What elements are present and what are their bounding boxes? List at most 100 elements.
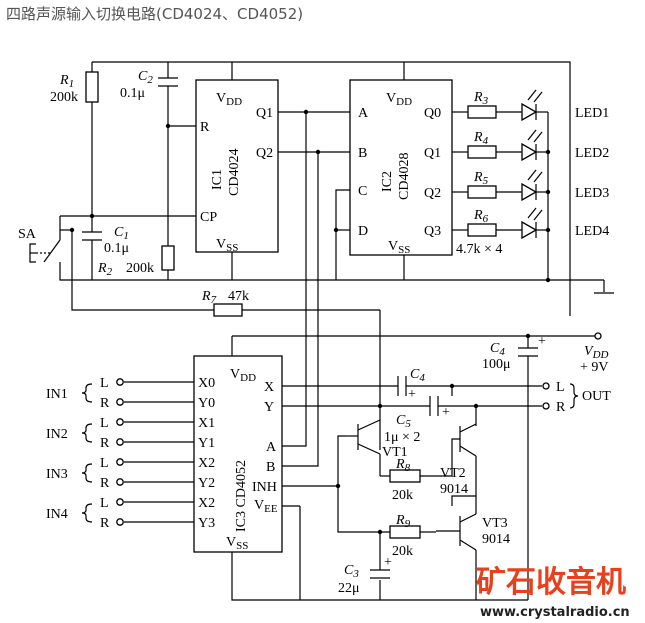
r8-resistor (389, 469, 421, 483)
in2-r: R (100, 436, 110, 451)
ic2-a-label: A (358, 106, 369, 121)
ic3-vss-label: VSS (226, 535, 248, 552)
junction-ic2-cd (333, 227, 339, 233)
c1-capacitor (82, 231, 102, 241)
wire-r9-left (337, 506, 390, 533)
watermark-cn: 矿石收音机 (476, 565, 626, 600)
vt3-label: VT3 (482, 516, 508, 531)
in3-l: L (100, 456, 109, 471)
vt3-part: 9014 (482, 532, 510, 547)
r1-resistor (85, 71, 99, 103)
ic3-b-label: B (266, 460, 275, 475)
ic1-name: IC1 (210, 169, 225, 190)
r2-resistor (161, 245, 175, 271)
ic2-q2-label: Q2 (424, 186, 441, 201)
c5-value: 1μ × 2 (384, 430, 420, 445)
ic1-part: CD4024 (227, 149, 242, 196)
junction-c4 (525, 333, 531, 339)
ic2-part: CD4028 (397, 153, 412, 200)
out-r-label: R (556, 400, 566, 415)
r2-value: 200k (126, 261, 154, 276)
r8-value: 20k (392, 488, 413, 503)
diagram-title: 四路声源输入切换电路(CD4024、CD4052) (6, 5, 304, 23)
ic3-pin-y3: Y3 (198, 516, 215, 531)
led3-label: LED3 (575, 186, 609, 201)
c4-coupling-label: C4 (410, 367, 425, 384)
r3-resistor (467, 105, 497, 119)
r1-label: R1 (59, 73, 74, 90)
c4-label: C4 (490, 341, 505, 358)
ic3-pin-y0: Y0 (198, 396, 215, 411)
wire-q2-down (282, 152, 319, 467)
in2-label: IN2 (46, 427, 68, 442)
wire-sa-bottom (59, 262, 570, 281)
wire-bottom-rail (231, 552, 528, 601)
in4-r: R (100, 516, 110, 531)
ic1-r-label: R (200, 120, 210, 135)
ic1-body (195, 79, 279, 253)
vt2-label: VT2 (440, 466, 466, 481)
junction-inh (335, 483, 341, 489)
ic1-vss-label: VSS (216, 237, 238, 254)
ic3-pin-x0: X0 (198, 376, 215, 391)
led-diodes (521, 89, 543, 240)
vt3-transistor (436, 496, 477, 568)
ic3-input-lines (116, 378, 194, 526)
ic3-pin-y2: Y2 (198, 476, 215, 491)
ic3-name: IC3 CD4052 (234, 460, 249, 532)
c2-label: C2 (138, 69, 153, 86)
r9-label: R9 (395, 513, 411, 530)
r6-resistor (467, 223, 497, 237)
ic2-b-label: B (358, 146, 367, 161)
r5-label: R5 (473, 170, 489, 187)
in4-l: L (100, 496, 109, 511)
in4-label: IN4 (46, 507, 68, 522)
vt2-transistor (420, 406, 477, 477)
out-r-terminal (542, 402, 550, 410)
out-l-terminal (542, 382, 550, 390)
ic3-pin-x3: X2 (198, 496, 215, 511)
ic2-vdd-label: VDD (386, 91, 412, 108)
ic1-q1-label: Q1 (256, 106, 273, 121)
ic2-body (349, 79, 453, 256)
ic3-y-label: Y (264, 400, 274, 415)
c5-plus: + (442, 405, 450, 420)
led1-label: LED1 (575, 106, 609, 121)
r3-label: R3 (473, 90, 489, 107)
sa-label: SA (18, 227, 37, 242)
c2-value: 0.1μ (120, 86, 145, 101)
in1-r: R (100, 396, 110, 411)
ic3-vdd-label: VDD (230, 367, 256, 384)
ic2-q1-label: Q1 (424, 146, 441, 161)
c4-plus: + (538, 334, 546, 349)
vdd-terminal (594, 332, 602, 340)
led2-label: LED2 (575, 146, 609, 161)
vt1-transistor (337, 406, 381, 506)
ic3-inh-label: INH (252, 480, 277, 495)
r6-value: 4.7k × 4 (456, 242, 502, 257)
ic3-body (193, 355, 283, 553)
wire-vt2-emitter (451, 476, 477, 506)
led4-label: LED4 (575, 224, 609, 239)
wire-top-rail (92, 61, 571, 316)
vt2-part: 9014 (440, 482, 468, 497)
ic2-q0-label: Q0 (424, 106, 441, 121)
c3-value: 22μ (338, 581, 360, 596)
ic1-vdd-label: VDD (216, 91, 242, 108)
ic3-vee-label: VEE (254, 498, 278, 515)
in2-l: L (100, 416, 109, 431)
c3-label: C3 (344, 563, 359, 580)
c4-coupling-capacitor (397, 376, 407, 396)
c3-capacitor (370, 569, 390, 579)
r7-resistor (213, 303, 243, 317)
c1-label: C1 (114, 225, 129, 242)
ic3-x-label: X (264, 380, 274, 395)
input-braces (81, 383, 93, 523)
wire-r7 (71, 230, 214, 311)
junction-q1 (303, 109, 309, 115)
in1-label: IN1 (46, 387, 68, 402)
ic2-q3-label: Q3 (424, 224, 441, 239)
ic3-pin-x1: X1 (198, 416, 215, 431)
sa-switch (29, 239, 61, 263)
c5-capacitor (429, 396, 439, 416)
